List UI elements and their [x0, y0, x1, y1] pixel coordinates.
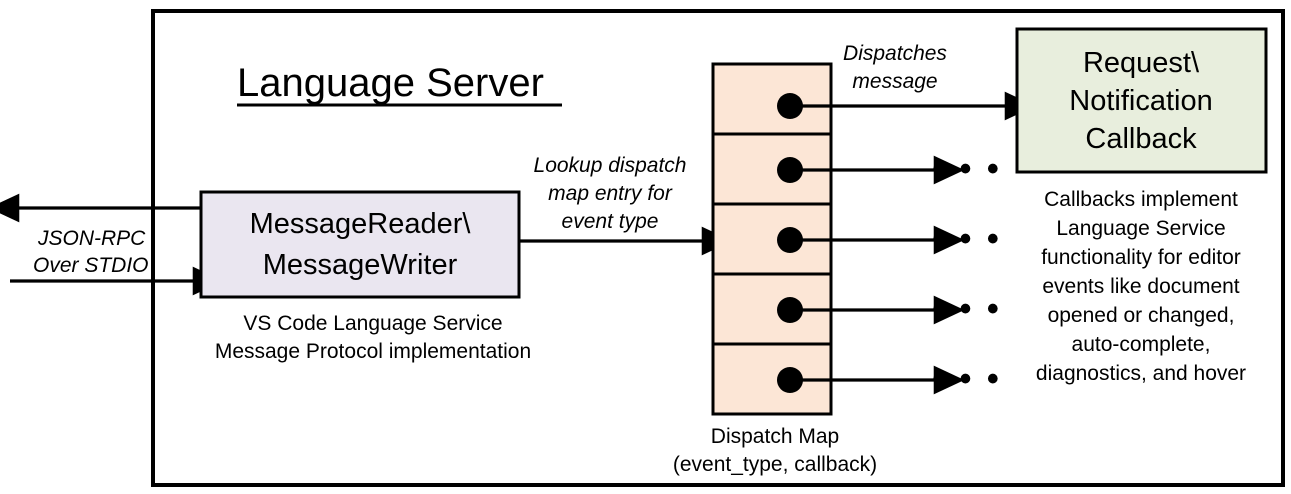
- jsonrpc-label-line1: JSON-RPC: [37, 227, 146, 250]
- callback-note-line-6: auto-complete,: [1072, 333, 1211, 356]
- language-server-frame: [151, 9, 1285, 487]
- jsonrpc-label-line2: Over STDIO: [33, 254, 149, 277]
- page-title: Language Server: [237, 61, 544, 105]
- callback-box-line3: Callback: [1085, 123, 1197, 155]
- dispatch-map-caption-line2: (event_type, callback): [673, 453, 877, 476]
- message-box-caption-line1: VS Code Language Service: [243, 312, 502, 335]
- ellipsis-marker-2: • • •: [932, 220, 1002, 258]
- request-notification-callback-box[interactable]: [1015, 27, 1268, 174]
- lookup-label-line2: map entry for: [548, 182, 673, 205]
- callback-box-line1: Request\: [1083, 47, 1200, 79]
- lookup-label-line1: Lookup dispatch: [534, 154, 687, 177]
- callback-note-line-3: functionality for editor: [1041, 246, 1241, 269]
- message-reader-writer-box[interactable]: [199, 190, 521, 299]
- callback-note-line-5: opened or changed,: [1048, 304, 1235, 327]
- ellipsis-marker-3: • • •: [932, 290, 1002, 328]
- ellipsis-marker-4: • • •: [932, 360, 1002, 398]
- dispatch-map-cell-1[interactable]: [711, 62, 833, 136]
- message-box-line1: MessageReader\: [250, 208, 472, 240]
- callback-note-line-1: Callbacks implement: [1044, 188, 1238, 211]
- dispatch-map-caption-line1: Dispatch Map: [711, 425, 839, 448]
- callback-note-line-7: diagnostics, and hover: [1036, 362, 1246, 385]
- callback-note-line-2: Language Service: [1056, 217, 1225, 240]
- dispatch-label-line1: Dispatches: [843, 42, 947, 65]
- ellipsis-marker-1: • • •: [932, 150, 1002, 188]
- lookup-label-line3: event type: [562, 210, 659, 233]
- callback-note: Callbacks implement Language Service fun…: [1036, 188, 1246, 385]
- message-box-caption-line2: Message Protocol implementation: [215, 340, 531, 363]
- callback-box-line2: Notification: [1069, 85, 1212, 117]
- message-box-line2: MessageWriter: [263, 249, 458, 281]
- callback-note-line-4: events like document: [1042, 275, 1239, 298]
- dispatch-label-line2: message: [852, 70, 937, 93]
